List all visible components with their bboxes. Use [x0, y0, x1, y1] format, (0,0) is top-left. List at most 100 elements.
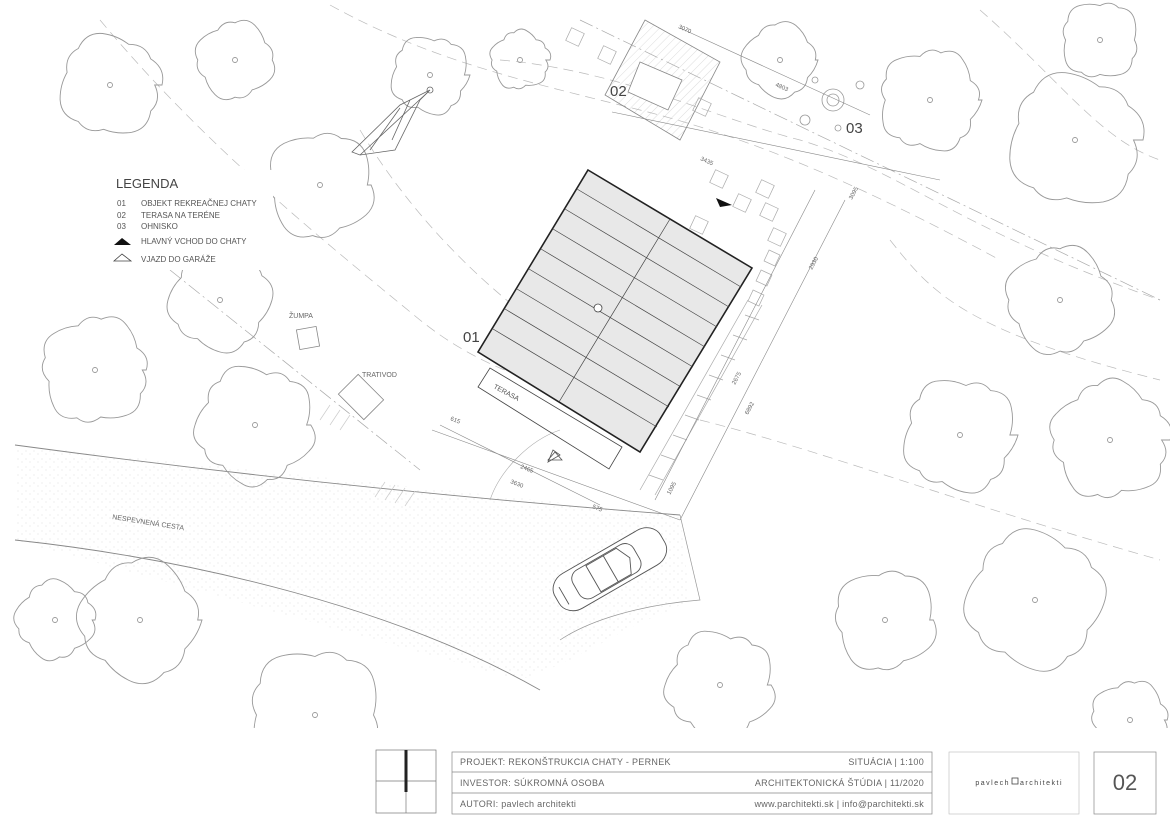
sheet-index-box: [375, 749, 437, 814]
tree-canopy: [76, 556, 203, 685]
garage-entrance-marker: [547, 449, 561, 463]
tree-canopy: [740, 21, 819, 100]
tree-canopy: [13, 578, 97, 662]
unpaved-road: [14, 429, 701, 691]
info-box: [451, 751, 933, 815]
dim-2465: 2465: [519, 464, 534, 475]
tree-canopy: [903, 380, 1019, 494]
tree-trunk: [1127, 717, 1133, 723]
dim-615: 615: [449, 416, 461, 426]
tree-canopy: [41, 316, 148, 423]
tree-trunk: [92, 367, 98, 373]
tree-canopy: [663, 630, 776, 743]
tree-canopy: [1005, 244, 1116, 355]
tree-trunk: [232, 57, 238, 63]
dim-4803: 4803: [774, 82, 789, 93]
legend-text-02: TERASA NA TERÉNE: [141, 211, 220, 220]
filled-triangle-icon: [114, 238, 131, 245]
legend-text-03: OHNISKO: [141, 222, 178, 231]
walkway: [639, 299, 763, 496]
terrace-02: [565, 19, 787, 247]
dim-3630: 3630: [509, 479, 524, 490]
trees: [13, 2, 1170, 779]
tree-trunk: [1057, 297, 1063, 303]
legend-symbol-garage: VJAZD DO GARÁŽE: [141, 255, 216, 264]
tree-canopy: [267, 132, 375, 238]
slope-hatch: [319, 404, 416, 507]
legend-code-01: 01: [117, 199, 126, 208]
dim-3095: 3095: [848, 186, 860, 201]
investor: INVESTOR: SÚKROMNÁ OSOBA: [460, 778, 605, 788]
tree-canopy: [834, 570, 937, 671]
stepping-stones: [747, 249, 781, 307]
main-entrance-marker: [716, 198, 732, 207]
tree-trunk: [217, 297, 223, 303]
label-zumpa: ŽUMPA: [289, 311, 313, 320]
label-terasa: TERASA: [492, 384, 520, 403]
pergola-symbol: [351, 86, 434, 156]
drawing-name: SITUÁCIA | 1:100: [848, 757, 924, 767]
tree-trunk: [517, 57, 523, 63]
tree-trunk: [107, 82, 113, 88]
tree-canopy: [1009, 72, 1145, 204]
authors: AUTORI: pavlech architekti: [460, 799, 576, 809]
dim-2675: 2675: [731, 371, 743, 386]
dim-575: 575: [591, 504, 603, 514]
drainage: [337, 373, 385, 421]
dimension-labels: 615 2465 3630 575 1095 2675 6892 2930 30…: [449, 24, 860, 514]
building-01: [476, 168, 754, 470]
tree-canopy: [59, 32, 164, 134]
dim-1095: 1095: [666, 481, 678, 496]
septic-tank: [295, 325, 321, 351]
car: [552, 527, 668, 612]
tree-trunk: [717, 682, 723, 688]
tree-trunk: [882, 617, 888, 623]
tree-trunk: [1097, 37, 1103, 43]
tree-trunk: [777, 57, 783, 63]
legend-code-02: 02: [117, 211, 126, 220]
dim-6892: 6892: [744, 401, 756, 416]
tree-canopy: [194, 19, 276, 101]
tree-trunk: [317, 182, 323, 188]
tree-canopy: [963, 528, 1107, 672]
tree-canopy: [1062, 2, 1138, 78]
sheet-number-box: [1093, 751, 1157, 815]
tree-trunk: [1107, 437, 1113, 443]
tree-trunk: [252, 422, 258, 428]
tree-canopy: [489, 28, 552, 90]
legend-code-03: 03: [117, 222, 126, 231]
logo-box: [948, 751, 1080, 815]
marker-03: 03: [846, 120, 863, 137]
tree-trunk: [927, 97, 933, 103]
marker-01: 01: [463, 329, 480, 346]
legend-symbol-entrance: HLAVNÝ VCHOD DO CHATY: [141, 237, 247, 246]
tree-trunk: [427, 72, 433, 78]
marker-02: 02: [610, 83, 627, 100]
fire-pit-03: [799, 76, 865, 132]
contact: www.parchitekti.sk | info@parchitekti.sk: [753, 799, 924, 809]
legend: LEGENDA 01 OBJEKT REKREAČNEJ CHATY 02 TE…: [108, 170, 273, 270]
logo-right: architekti: [1020, 780, 1063, 787]
legend-text-01: OBJEKT REKREAČNEJ CHATY: [141, 199, 257, 208]
tree-canopy: [1049, 377, 1170, 499]
phase: ARCHITEKTONICKÁ ŠTÚDIA | 11/2020: [755, 778, 924, 788]
outline-triangle-icon: [112, 253, 133, 262]
title-block: PROJEKT: REKONŠTRUKCIA CHATY - PERNEK SI…: [0, 728, 1170, 827]
tree-trunk: [137, 617, 143, 623]
logo-left: pavlech: [975, 780, 1010, 787]
tree-trunk: [52, 617, 58, 623]
tree-trunk: [1032, 597, 1038, 603]
tree-canopy: [390, 37, 471, 116]
tree-trunk: [312, 712, 318, 718]
logo-square-icon: [1011, 777, 1019, 785]
tree-canopy: [193, 365, 316, 488]
dim-3435: 3435: [699, 156, 714, 167]
dim-2930: 2930: [808, 256, 820, 271]
tree-canopy: [881, 49, 983, 152]
sheet-number: 02: [1113, 770, 1137, 795]
label-trativod: TRATIVOD: [362, 372, 397, 379]
dimension-lines: [431, 27, 941, 521]
tree-trunk: [957, 432, 963, 438]
